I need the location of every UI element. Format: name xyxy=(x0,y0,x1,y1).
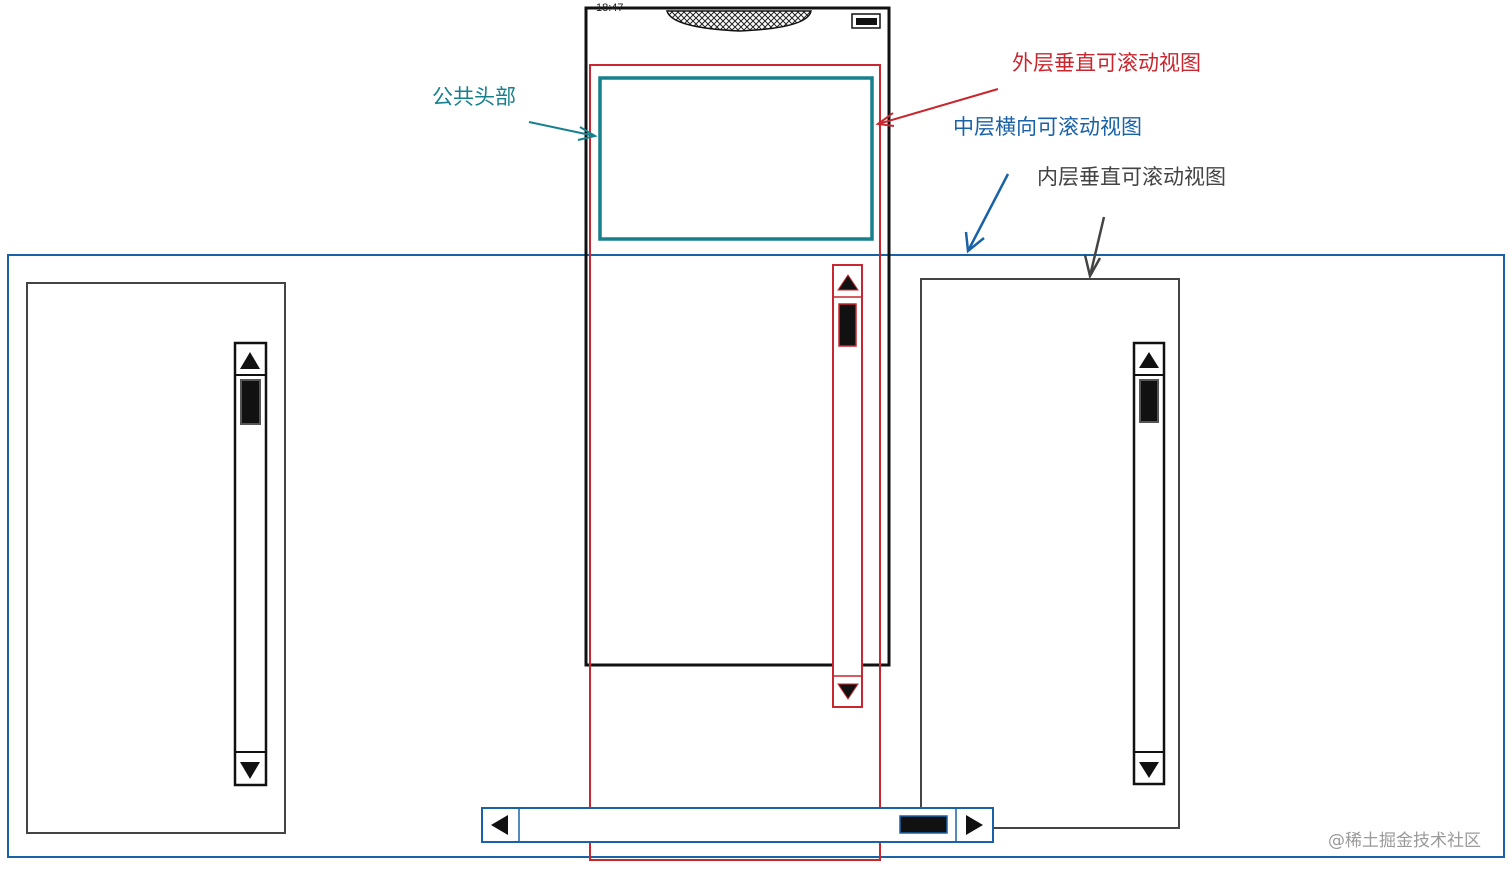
outer-vertical-scrollbar[interactable] xyxy=(832,264,863,708)
arrow-inner-vertical xyxy=(1083,216,1106,280)
scroll-thumb[interactable] xyxy=(1139,379,1159,423)
label-outer-vertical-scroll: 外层垂直可滚动视图 xyxy=(1012,51,1201,75)
triangle-up-icon[interactable] xyxy=(837,274,859,291)
phone-frame xyxy=(584,6,891,667)
triangle-down-icon[interactable] xyxy=(240,762,260,779)
horizontal-scrollbar[interactable] xyxy=(481,807,994,843)
triangle-up-icon[interactable] xyxy=(1139,352,1159,368)
watermark: @稀土掘金技术社区 xyxy=(1328,831,1481,851)
scroll-thumb[interactable] xyxy=(838,303,857,347)
triangle-down-icon[interactable] xyxy=(837,683,859,700)
arrow-public-header xyxy=(528,121,598,141)
label-public-header: 公共头部 xyxy=(432,85,516,109)
triangle-left-icon[interactable] xyxy=(491,815,508,835)
status-time: 18:47 xyxy=(596,2,624,14)
outer-vertical-scroll-view xyxy=(589,64,881,861)
arrow-middle-horizontal xyxy=(964,173,1010,254)
label-inner-vertical-scroll: 内层垂直可滚动视图 xyxy=(1037,165,1226,189)
inner-vertical-scroll-view-left xyxy=(26,282,286,834)
label-middle-horizontal-scroll: 中层横向可滚动视图 xyxy=(953,115,1142,139)
public-header xyxy=(598,76,874,241)
triangle-up-icon[interactable] xyxy=(240,352,260,369)
left-vertical-scrollbar[interactable] xyxy=(233,341,268,787)
crosshatch-notch-icon xyxy=(665,10,812,32)
triangle-down-icon[interactable] xyxy=(1139,762,1159,778)
scroll-thumb[interactable] xyxy=(899,815,948,834)
scroll-thumb[interactable] xyxy=(240,379,261,425)
battery-icon xyxy=(851,13,881,29)
right-vertical-scrollbar[interactable] xyxy=(1132,341,1166,786)
triangle-right-icon[interactable] xyxy=(966,815,983,835)
arrow-outer-vertical xyxy=(875,88,999,127)
middle-horizontal-scroll-view xyxy=(7,254,1505,858)
inner-vertical-scroll-view-right xyxy=(920,278,1180,829)
